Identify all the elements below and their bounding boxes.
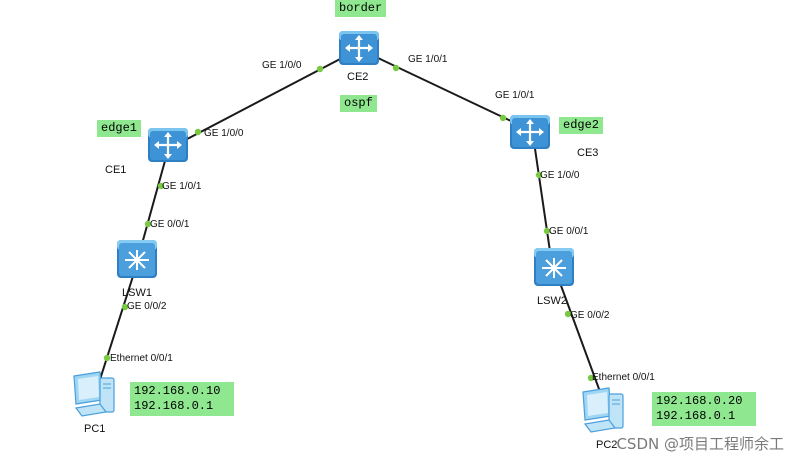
pc-pc2[interactable] — [579, 386, 627, 441]
port-label-ce2-right: GE 1/0/1 — [408, 54, 448, 65]
device-label-ce2: CE2 — [347, 71, 369, 83]
port-label-ce3-up: GE 1/0/1 — [495, 90, 535, 101]
ip-tag-pc2: 192.168.0.20 192.168.0.1 — [652, 392, 756, 426]
router-icon — [148, 128, 188, 162]
port-dot — [194, 128, 202, 136]
switch-icon — [117, 240, 157, 278]
device-label-pc2: PC2 — [596, 439, 618, 451]
tag-edge1: edge1 — [97, 120, 142, 137]
device-label-pc1: PC1 — [84, 423, 106, 435]
port-dot — [103, 354, 111, 362]
pc-icon — [582, 387, 624, 433]
port-dot — [121, 303, 129, 311]
port-label-lsw2-down: GE 0/0/2 — [570, 310, 610, 321]
port-label-pc2-eth: Ethernet 0/0/1 — [592, 372, 655, 383]
port-dot — [157, 182, 165, 190]
tag-ospf: ospf — [340, 95, 377, 112]
router-icon — [510, 115, 550, 149]
tag-edge2: edge2 — [559, 117, 604, 134]
switch-icon — [534, 248, 574, 286]
port-dot — [316, 65, 324, 73]
switch-lsw1[interactable] — [115, 238, 159, 285]
port-dot — [144, 220, 152, 228]
port-label-lsw1-up: GE 0/0/1 — [150, 219, 190, 230]
pc2-ip-address: 192.168.0.20 — [656, 394, 743, 408]
ip-tag-pc1: 192.168.0.10 192.168.0.1 — [130, 382, 234, 416]
device-label-ce3: CE3 — [577, 147, 599, 159]
port-dot — [499, 114, 507, 122]
tag-border: border — [335, 0, 387, 17]
device-label-ce1: CE1 — [105, 164, 127, 176]
link-ce3-lsw2 — [532, 134, 553, 266]
pc-icon — [73, 371, 115, 417]
port-dot — [543, 227, 551, 235]
port-label-ce3-down: GE 1/0/0 — [540, 170, 580, 181]
port-label-lsw1-down: GE 0/0/2 — [127, 301, 167, 312]
watermark: CSDN @项目工程师余工 — [616, 435, 784, 453]
port-label-ce2-left: GE 1/0/0 — [262, 60, 302, 71]
port-label-pc1-eth: Ethernet 0/0/1 — [110, 353, 173, 364]
switch-lsw2[interactable] — [532, 246, 576, 293]
device-label-lsw1: LSW1 — [122, 287, 152, 299]
link-ce2-ce1 — [169, 57, 343, 149]
pc2-gateway: 192.168.0.1 — [656, 409, 736, 423]
router-ce3[interactable] — [508, 112, 552, 157]
port-label-ce1-down: GE 1/0/1 — [162, 181, 202, 192]
pc-pc1[interactable] — [70, 370, 118, 425]
pc1-ip-address: 192.168.0.10 — [134, 384, 221, 398]
port-dot — [392, 64, 400, 72]
port-dot — [535, 171, 543, 179]
router-ce2[interactable] — [337, 28, 381, 73]
port-label-ce1-up: GE 1/0/0 — [204, 128, 244, 139]
pc1-gateway: 192.168.0.1 — [134, 399, 214, 413]
router-ce1[interactable] — [146, 125, 190, 170]
router-icon — [339, 31, 379, 65]
link-lsw2-pc2 — [555, 271, 607, 409]
link-lsw1-pc1 — [95, 269, 136, 393]
port-dot — [564, 310, 572, 318]
device-label-lsw2: LSW2 — [537, 295, 567, 307]
port-dot — [587, 374, 595, 382]
port-label-lsw2-up: GE 0/0/1 — [549, 226, 589, 237]
